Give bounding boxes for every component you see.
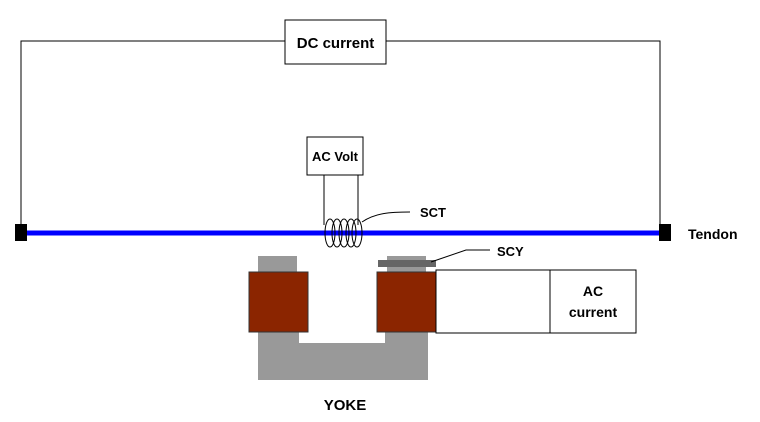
dc-current-box <box>284 19 387 65</box>
sct-coil <box>324 218 363 248</box>
scy-sensor <box>378 260 436 267</box>
scy-leader-line <box>430 249 490 263</box>
tendon-label: Tendon <box>688 226 738 242</box>
ac-current-box <box>549 269 637 334</box>
dc-wire-left <box>20 40 285 226</box>
ac-volt-box <box>306 136 364 176</box>
yoke-body <box>258 332 428 380</box>
tendon-anchor-right <box>659 224 671 241</box>
dc-wire-right <box>386 40 661 226</box>
ac-current-label-line1: AC <box>583 283 603 299</box>
scy-label: SCY <box>497 244 524 259</box>
yoke-label: YOKE <box>324 397 367 414</box>
ac-volt-label: AC Volt <box>312 149 359 164</box>
yoke-coil-left <box>248 271 309 333</box>
yoke-coil-right <box>376 271 437 333</box>
yoke-left-cap <box>258 256 297 272</box>
sct-label: SCT <box>420 205 446 220</box>
sct-leader-line <box>361 211 411 223</box>
ac-current-label-line2: current <box>569 304 618 320</box>
ac-current-wire-box <box>435 269 551 334</box>
tendon-anchor-left <box>15 224 27 241</box>
dc-current-label: DC current <box>297 35 375 52</box>
